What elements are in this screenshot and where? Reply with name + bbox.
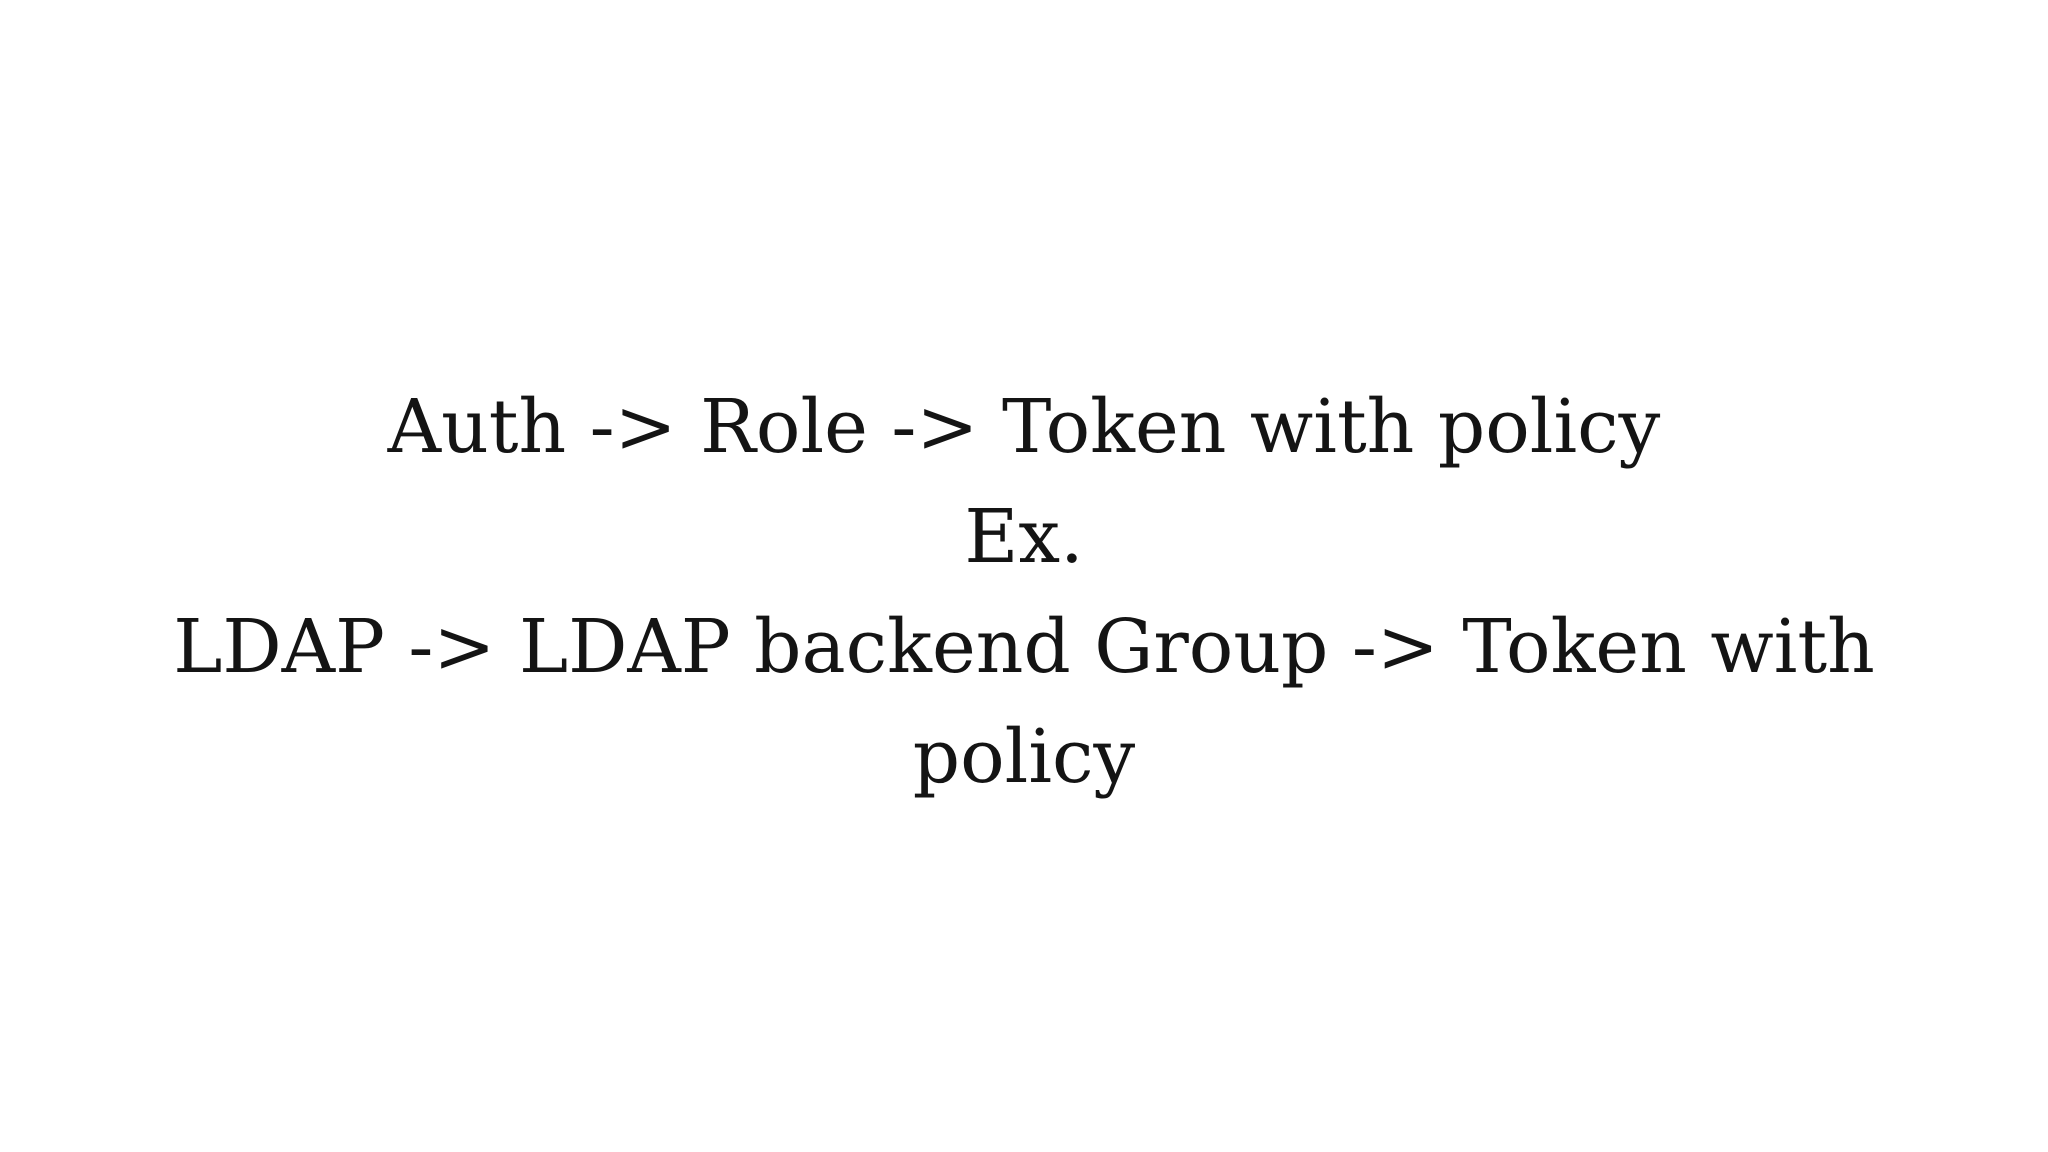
slide-text-line: Auth -> Role -> Token with policy <box>387 384 1661 470</box>
slide-text-line: Ex. <box>964 494 1084 580</box>
slide-text-line: policy <box>912 714 1136 800</box>
slide-text-block: Auth -> Role -> Token with policy Ex. LD… <box>144 372 1904 812</box>
slide-text-line: LDAP -> LDAP backend Group -> Token with <box>173 604 1875 690</box>
